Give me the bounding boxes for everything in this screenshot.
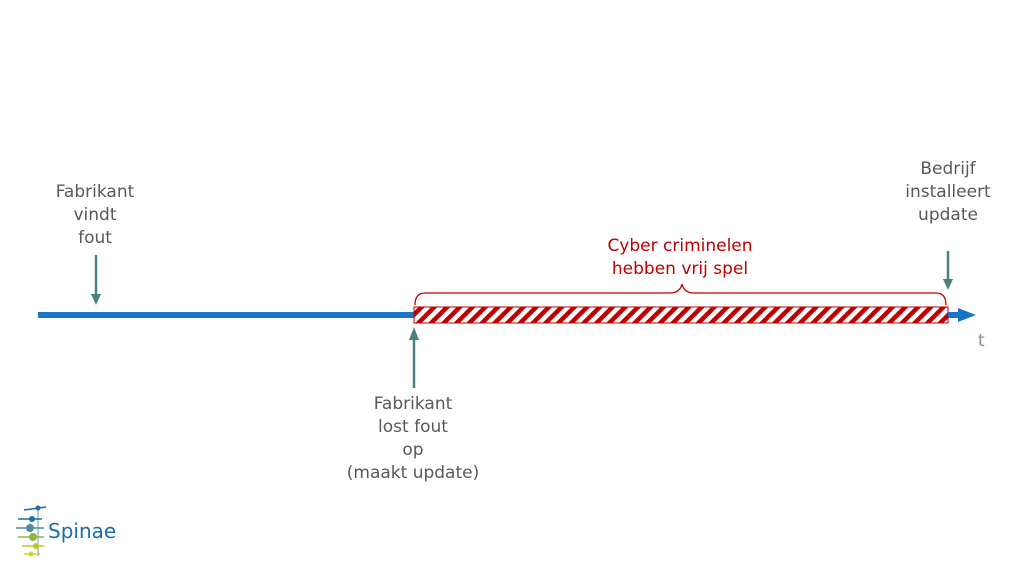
- update-installed-arrow-head-icon: [943, 279, 953, 290]
- timeline-safe-segment: [38, 312, 414, 318]
- spinae-logo-text: Spinae: [48, 519, 117, 543]
- update-installed-label: Bedrijf installeert update: [905, 159, 991, 225]
- spinae-logo-icon: [16, 505, 47, 557]
- bug-found-arrow-head-icon: [91, 294, 101, 305]
- bug-found-label: Fabrikant vindt fout: [55, 182, 135, 248]
- timeline-danger-segment: [413, 306, 949, 324]
- criminals-free-play-label: Cyber criminelen hebben vrij spel: [607, 236, 753, 279]
- fix-made-arrow-head-icon: [409, 327, 419, 340]
- time-axis-label: t: [978, 331, 985, 351]
- danger-period-brace: [414, 283, 947, 306]
- timeline-tail: [948, 312, 962, 318]
- timeline-arrow-head-icon: [958, 308, 976, 322]
- fix-made-label: Fabrikant lost fout op (maakt update): [346, 394, 480, 483]
